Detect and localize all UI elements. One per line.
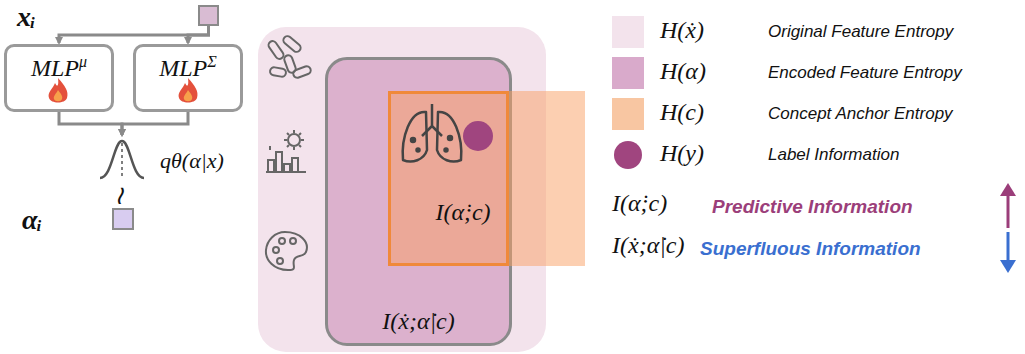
superscript: Σ: [207, 53, 217, 70]
node-label: I(α̇;c): [435, 199, 490, 225]
info-caption: Superfluous Information: [700, 238, 921, 260]
concept-region: I(α̇;c): [388, 91, 585, 266]
sampling-symbol: ≀: [114, 180, 124, 211]
text-wrap: I(α̇;c): [435, 199, 490, 226]
node-label: qθ(α|x): [160, 148, 224, 173]
input-square: xᵢ: [198, 5, 219, 26]
gaussian-symbol: [100, 141, 144, 178]
latent-square: αᵢ: [112, 208, 134, 230]
chart-icon: [266, 130, 306, 172]
connector: [59, 112, 122, 135]
legend-text: Concept Anchor Entropy: [768, 104, 953, 124]
up-arrow: [1000, 183, 1016, 228]
legend-text: Original Feature Entropy: [768, 22, 953, 42]
legend-symbol: H(α): [660, 58, 706, 85]
text-wrap: I(ẋ;α̇|c): [382, 308, 454, 335]
connector: [122, 112, 188, 135]
concept-frame: [388, 91, 509, 266]
legend-swatch: [612, 57, 644, 89]
node-label: xᵢ: [17, 1, 36, 32]
encoded-region: I(ẋ;α̇|c) I(α̇;c): [325, 57, 512, 346]
legend-swatch: [612, 16, 644, 48]
node-label: αᵢ: [22, 204, 42, 235]
text-wrap: qθ(α|x): [160, 148, 224, 174]
legend-symbol: H(ẋ): [660, 17, 704, 44]
down-arrow: [1000, 232, 1016, 273]
text-wrap: MLPΣ: [159, 53, 217, 82]
legend-text: Label Information: [768, 145, 899, 165]
info-term: I(ẋ;α̇|c): [612, 232, 684, 259]
bacteria-icon: [267, 35, 312, 79]
legend-circle: [614, 141, 642, 169]
info-term: I(α̇;c): [612, 190, 667, 217]
fire-icon: [49, 78, 68, 103]
info-caption: Predictive Information: [712, 196, 913, 218]
node-label: MLP: [159, 55, 207, 81]
superscript: μ: [79, 53, 87, 70]
fire-icon: [179, 78, 198, 103]
legend-symbol: H(c): [660, 99, 704, 126]
legend-symbol: H(y): [660, 140, 704, 167]
connector: [188, 26, 209, 43]
legend-text: Encoded Feature Entropy: [768, 63, 962, 83]
legend-swatch: [612, 98, 644, 130]
palette-icon: [266, 232, 307, 270]
connector: [59, 26, 209, 43]
label-circle: [463, 121, 493, 151]
node-label: I(ẋ;α̇|c): [382, 308, 454, 334]
text-wrap: αᵢ: [22, 204, 42, 236]
text-wrap: MLPμ: [31, 53, 87, 82]
lungs-icon: [403, 104, 462, 162]
text-wrap: xᵢ: [17, 1, 36, 33]
node-label: MLP: [31, 55, 79, 81]
